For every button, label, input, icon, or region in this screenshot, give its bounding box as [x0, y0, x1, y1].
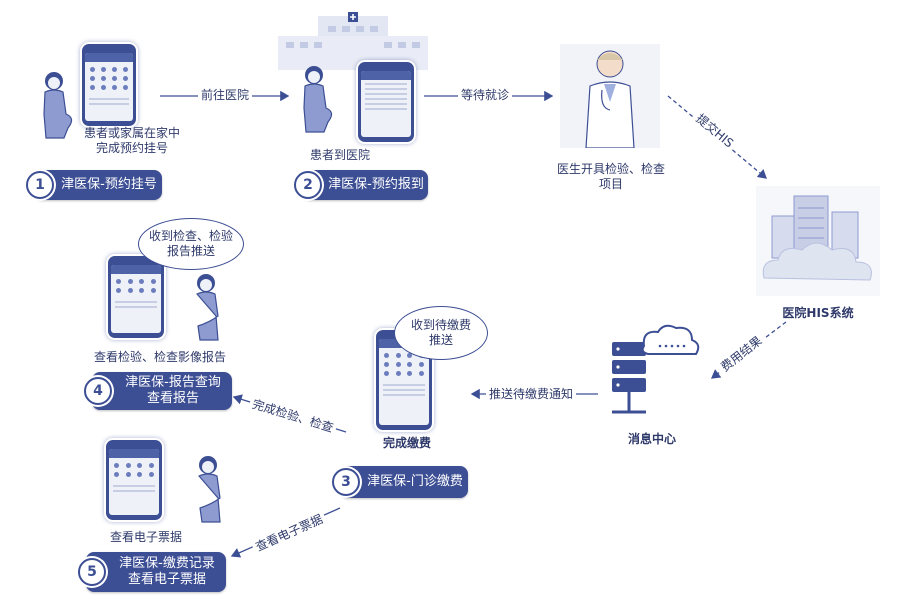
edge-go-hospital: 前往医院: [198, 86, 253, 103]
step-number: 5: [78, 558, 106, 586]
edge-wait: 等待就诊: [458, 86, 513, 103]
step-3-badge: 3 津医保-门诊缴费: [332, 466, 468, 498]
message-server-icon: [612, 324, 700, 414]
step-label: 津医保-预约挂号: [61, 177, 157, 192]
pregnant-patient-icon: [198, 456, 221, 523]
node-patient-home: 患者或家属在家中完成预约挂号: [83, 126, 180, 155]
pregnant-patient-icon: [43, 72, 73, 139]
phone-icon: [106, 440, 162, 520]
phone-icon: [108, 256, 164, 338]
step-4-badge: 4 津医保-报告查询查看报告: [84, 372, 232, 410]
server-cloud-icon: [756, 186, 880, 296]
pregnant-patient-icon: [196, 274, 219, 341]
bubble-payment-push: 收到待缴费推送: [394, 306, 488, 360]
node-doctor: 医生开具检验、检查项目: [556, 162, 665, 191]
step-5-badge: 5 津医保-缴费记录查看电子票据: [78, 552, 226, 592]
doctor-icon: [585, 50, 635, 148]
node-view-receipt: 查看电子票据: [109, 530, 182, 544]
node-patient-hospital: 患者到医院: [309, 148, 370, 162]
step-label: 津医保-缴费记录: [119, 556, 215, 571]
node-view-report: 查看检验、检查影像报告: [93, 350, 226, 364]
node-his: 医院HIS系统: [782, 306, 854, 320]
step-label: 津医保-门诊缴费: [367, 474, 463, 489]
step-sublabel: 查看电子票据: [127, 572, 206, 587]
step-number: 1: [26, 171, 54, 199]
step-1-badge: 1 津医保-预约挂号: [26, 170, 162, 200]
step-number: 2: [294, 171, 322, 199]
pregnant-patient-icon: [303, 66, 333, 133]
edge-push-payment: 推送待缴费通知: [486, 385, 577, 402]
step-number: 3: [332, 468, 360, 496]
bubble-report-push: 收到检查、检验报告推送: [138, 218, 244, 270]
step-label: 津医保-报告查询: [125, 375, 221, 390]
node-payment-done: 完成缴费: [382, 436, 431, 450]
node-message-center: 消息中心: [627, 432, 676, 446]
step-sublabel: 查看报告: [146, 391, 199, 406]
step-label: 津医保-预约报到: [328, 177, 424, 192]
phone-icon: [358, 62, 414, 142]
phone-icon: [82, 44, 136, 126]
step-number: 4: [84, 377, 112, 405]
step-2-badge: 2 津医保-预约报到: [294, 170, 428, 200]
